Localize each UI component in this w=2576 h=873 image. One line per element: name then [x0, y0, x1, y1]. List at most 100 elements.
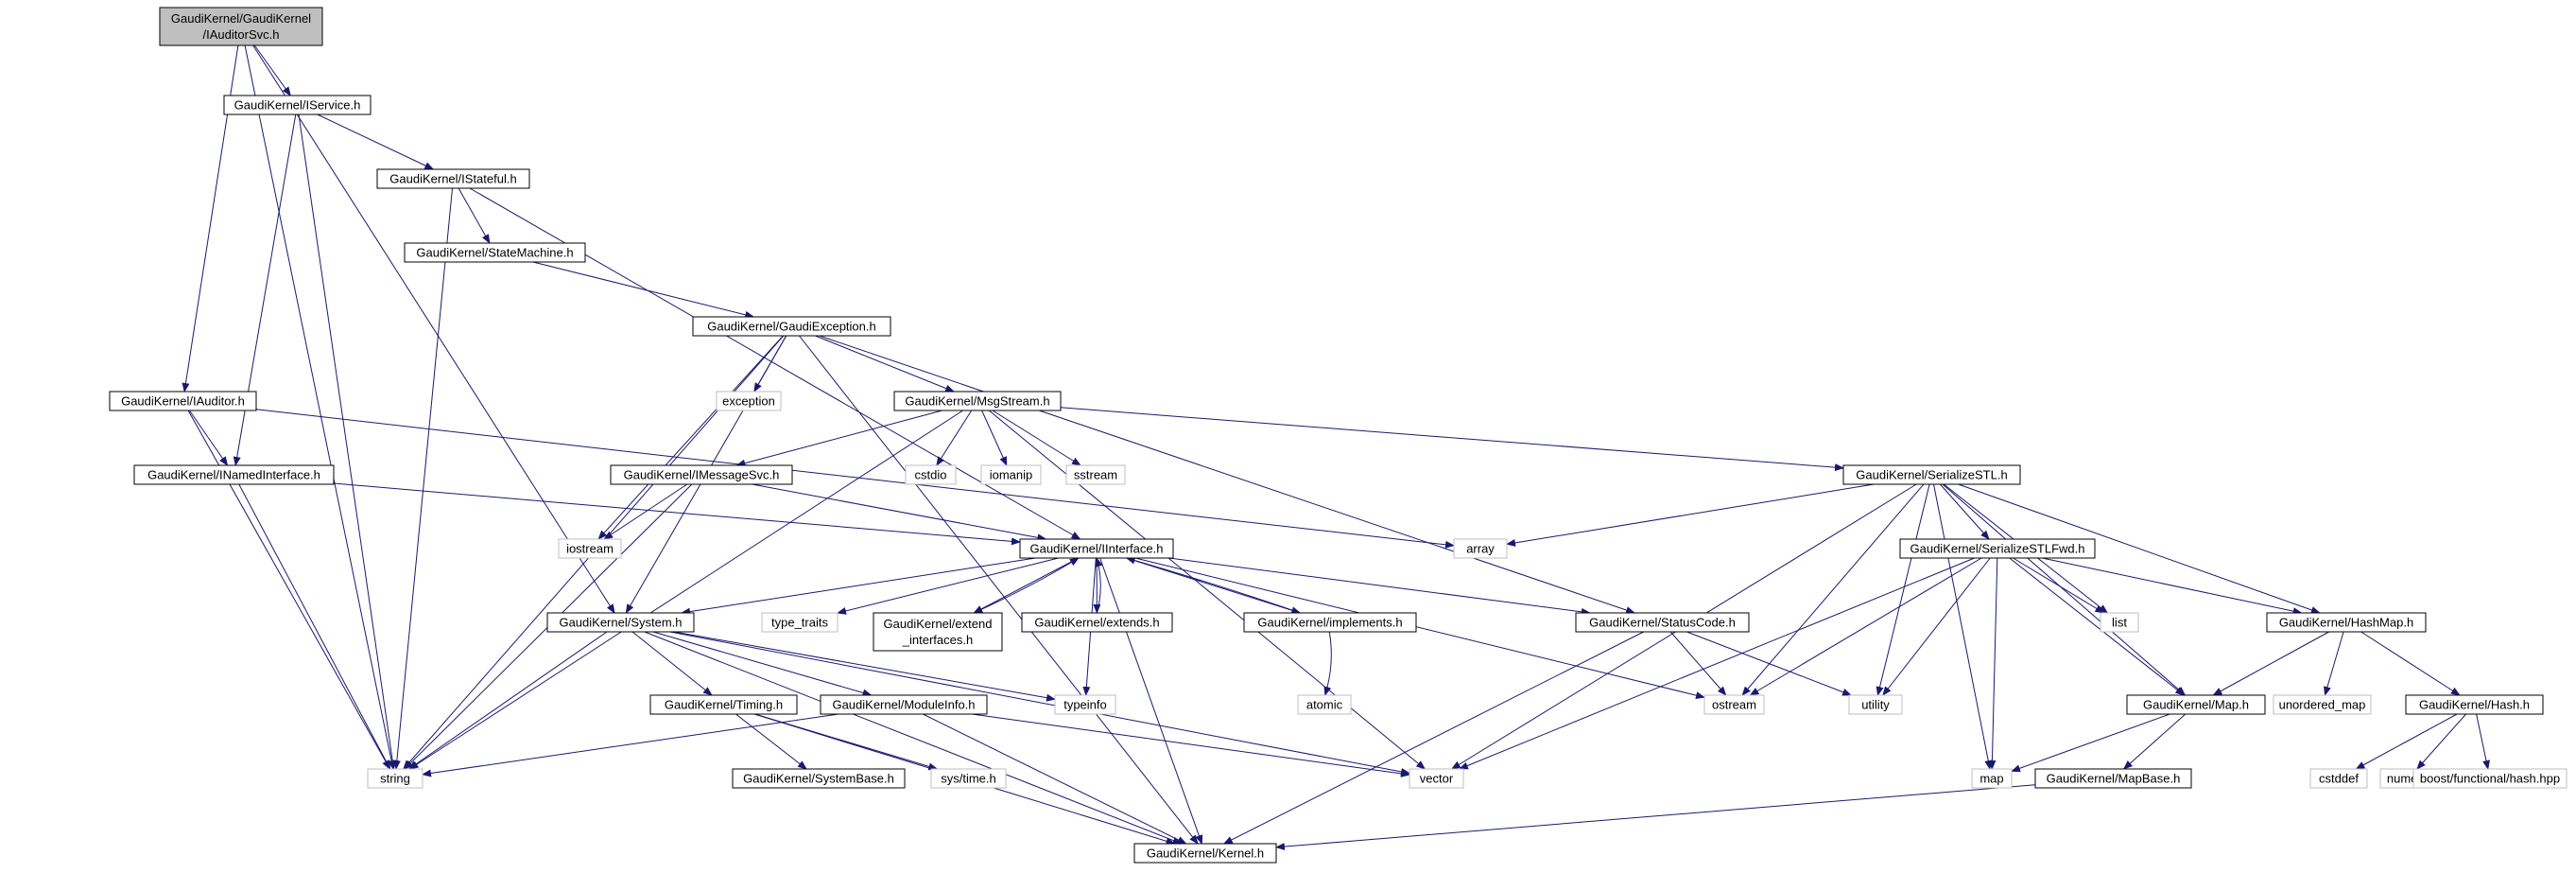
edge-SerializeSTL-to-Map [1942, 483, 2187, 696]
node-StatusCode[interactable]: GaudiKernel/StatusCode.h [1575, 612, 1750, 633]
edge-IInterface-to-ostream [1134, 557, 1705, 700]
node-SystemBase[interactable]: GaudiKernel/SystemBase.h [732, 768, 906, 789]
edge-extends-to-IInterface [1095, 557, 1103, 614]
edge-MapBase-to-Kernel [1275, 784, 2036, 851]
node-sstream: sstream [1065, 464, 1126, 485]
edge-INamedInterface-to-IInterface [333, 482, 1021, 546]
node-label-IAuditor: GaudiKernel/IAuditor.h [121, 394, 245, 409]
edge-MsgStream-to-vector [988, 410, 1426, 770]
node-box-sstream [1065, 464, 1126, 485]
node-box-ModuleInfo [820, 694, 988, 715]
edge-root-to-string [244, 44, 396, 770]
edge-SerializeSTL-to-array [1506, 483, 1875, 547]
edges-layer [182, 44, 2490, 851]
node-MapBase[interactable]: GaudiKernel/MapBase.h [2034, 768, 2192, 789]
node-Kernel[interactable]: GaudiKernel/Kernel.h [1133, 843, 1277, 864]
edge-INamedInterface-to-string [238, 483, 391, 770]
node-label-string: string [380, 772, 410, 786]
edge-IInterface-to-implements [1126, 557, 1302, 615]
node-IStateful[interactable]: GaudiKernel/IStateful.h [376, 168, 530, 189]
node-box-StatusCode [1575, 612, 1750, 633]
edge-Hash-to-numeric [2416, 713, 2466, 770]
node-MsgStream[interactable]: GaudiKernel/MsgStream.h [893, 391, 1062, 411]
edge-MsgStream-to-string [408, 410, 963, 770]
edge-StatusCode-to-Kernel [1222, 631, 1644, 845]
edge-IInterface-to-StatusCode [1168, 557, 1591, 616]
node-box-INamedInterface [133, 464, 335, 485]
node-box-StateMachine [404, 242, 586, 263]
node-label-sstream: sstream [1074, 468, 1117, 482]
edge-System-to-vector [669, 631, 1410, 776]
edge-ModuleInfo-to-vector [972, 713, 1410, 777]
edge-System-to-Kernel [644, 631, 1183, 845]
edge-Hash-to-boost_hash [2476, 713, 2490, 770]
node-box-ostream [1703, 694, 1765, 715]
node-IService[interactable]: GaudiKernel/IService.h [223, 95, 372, 115]
node-IMessageSvc[interactable]: GaudiKernel/IMessageSvc.h [610, 464, 793, 485]
node-label-unordered_map: unordered_map [2279, 698, 2366, 712]
node-box-exception [716, 391, 782, 411]
node-StateMachine[interactable]: GaudiKernel/StateMachine.h [404, 242, 586, 263]
edge-IInterface-to-extend_interfaces [973, 557, 1080, 614]
node-box-IInterface [1019, 538, 1174, 559]
node-box-utility [1848, 694, 1903, 715]
node-vector: vector [1409, 768, 1464, 789]
node-implements[interactable]: GaudiKernel/implements.h [1243, 612, 1417, 633]
node-System[interactable]: GaudiKernel/System.h [546, 612, 695, 633]
node-IInterface[interactable]: GaudiKernel/IInterface.h [1019, 538, 1174, 559]
node-string: string [367, 768, 424, 789]
node-array: array [1453, 538, 1508, 559]
node-box-Kernel [1133, 843, 1277, 864]
edge-Map-to-map [2011, 713, 2170, 773]
node-box-IAuditor [109, 391, 257, 411]
node-extend_interfaces[interactable]: GaudiKernel/extend_interfaces.h [873, 612, 1003, 652]
edge-implements-to-IInterface [1125, 556, 1301, 614]
node-SerializeSTL[interactable]: GaudiKernel/SerializeSTL.h [1842, 464, 2021, 485]
node-box-boost_hash [2412, 768, 2567, 789]
node-label-extend_interfaces: _interfaces.h [902, 633, 973, 647]
node-GaudiException[interactable]: GaudiKernel/GaudiException.h [692, 316, 891, 337]
node-Map[interactable]: GaudiKernel/Map.h [2126, 694, 2266, 715]
edge-SerializeSTL-to-SerializeSTLFwd [1940, 483, 1990, 540]
node-box-iostream [558, 538, 622, 559]
node-label-typeinfo: typeinfo [1063, 698, 1107, 712]
node-SerializeSTLFwd[interactable]: GaudiKernel/SerializeSTLFwd.h [1899, 538, 2096, 559]
node-box-map [1971, 768, 2013, 789]
node-label-StateMachine: GaudiKernel/StateMachine.h [416, 246, 573, 260]
node-exception: exception [716, 391, 782, 411]
node-Hash[interactable]: GaudiKernel/Hash.h [2405, 694, 2544, 715]
node-label-System: GaudiKernel/System.h [559, 616, 682, 630]
node-label-implements: GaudiKernel/implements.h [1257, 616, 1402, 630]
node-box-root [159, 7, 323, 46]
node-label-boost_hash: boost/functional/hash.hpp [2420, 772, 2560, 786]
node-label-StatusCode: GaudiKernel/StatusCode.h [1589, 616, 1736, 630]
edge-root-to-IService [253, 44, 291, 96]
edge-IAuditor-to-array [255, 409, 1455, 549]
node-box-IStateful [376, 168, 530, 189]
edge-IAuditor-to-INamedInterface [188, 410, 229, 466]
node-box-sys_time [930, 768, 1007, 789]
node-label-Hash: GaudiKernel/Hash.h [2419, 698, 2530, 712]
node-sys_time: sys/time.h [930, 768, 1007, 789]
edge-IService-to-string [298, 113, 397, 770]
node-HashMap[interactable]: GaudiKernel/HashMap.h [2266, 612, 2427, 633]
node-box-Timing [649, 694, 798, 715]
node-box-iomanip [980, 464, 1042, 485]
edge-root-to-System [252, 44, 615, 614]
node-label-extends: GaudiKernel/extends.h [1034, 616, 1159, 630]
edge-Timing-to-sys_time [754, 713, 939, 771]
edge-IAuditor-to-string [187, 410, 390, 770]
node-extends[interactable]: GaudiKernel/extends.h [1021, 612, 1173, 633]
node-root[interactable]: GaudiKernel/GaudiKernel/IAuditorSvc.h [159, 7, 323, 46]
node-IAuditor[interactable]: GaudiKernel/IAuditor.h [109, 391, 257, 411]
edge-SerializeSTLFwd-to-HashMap [2042, 557, 2303, 616]
node-box-MapBase [2034, 768, 2192, 789]
edge-extend_interfaces-to-IInterface [973, 557, 1080, 614]
node-Timing[interactable]: GaudiKernel/Timing.h [649, 694, 798, 715]
node-ModuleInfo[interactable]: GaudiKernel/ModuleInfo.h [820, 694, 988, 715]
node-box-array [1453, 538, 1508, 559]
node-INamedInterface[interactable]: GaudiKernel/INamedInterface.h [133, 464, 335, 485]
node-label-MsgStream: GaudiKernel/MsgStream.h [905, 394, 1049, 409]
node-label-cstdio: cstdio [915, 468, 947, 482]
